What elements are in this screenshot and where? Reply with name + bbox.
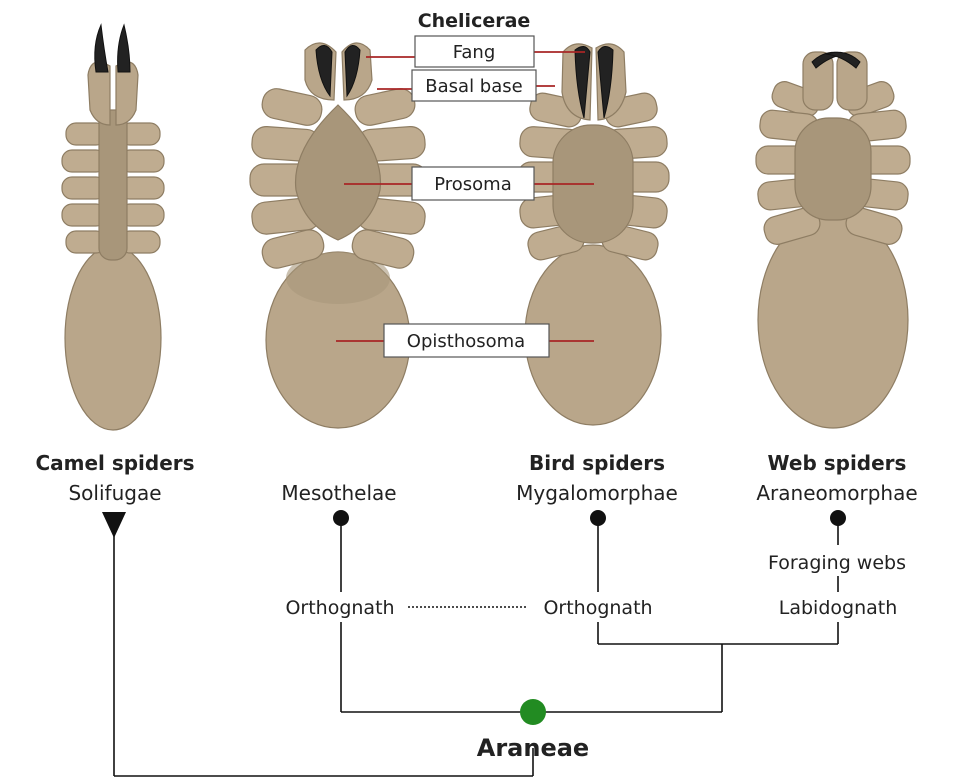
labidognath-label: Labidognath (779, 597, 898, 619)
camel-spiders-label: Camel spiders (35, 451, 194, 475)
araneomorphae-illustration (756, 52, 910, 428)
orthognath-mygalomorphae-label: Orthognath (543, 597, 652, 619)
opisthosoma-label: Opisthosoma (407, 331, 525, 352)
bird-spiders-label: Bird spiders (529, 451, 665, 475)
chelicerae-label: Chelicerae (418, 10, 531, 32)
araneomorphae-label: Araneomorphae (756, 481, 917, 505)
solifugae-label: Solifugae (68, 481, 161, 505)
mesothelae-label: Mesothelae (281, 481, 396, 505)
foraging-webs-label: Foraging webs (768, 552, 906, 574)
mygalomorphae-label: Mygalomorphae (516, 481, 678, 505)
mesothelae-illustration (250, 43, 427, 428)
araneae-root-node (520, 699, 546, 725)
prosoma-label: Prosoma (434, 174, 512, 195)
orthognath-mesothelae-label: Orthognath (285, 597, 394, 619)
mygalomorphae-illustration (518, 44, 669, 425)
araneomorphae-node (830, 510, 846, 526)
web-spiders-label: Web spiders (768, 451, 907, 475)
fang-label: Fang (453, 42, 496, 63)
basal-base-label: Basal base (425, 76, 522, 97)
mesothelae-node (333, 510, 349, 526)
araneae-label: Araneae (477, 734, 589, 762)
mygalomorphae-node (590, 510, 606, 526)
camel-spider-illustration (62, 25, 164, 430)
phylogeny-tree (102, 512, 838, 776)
